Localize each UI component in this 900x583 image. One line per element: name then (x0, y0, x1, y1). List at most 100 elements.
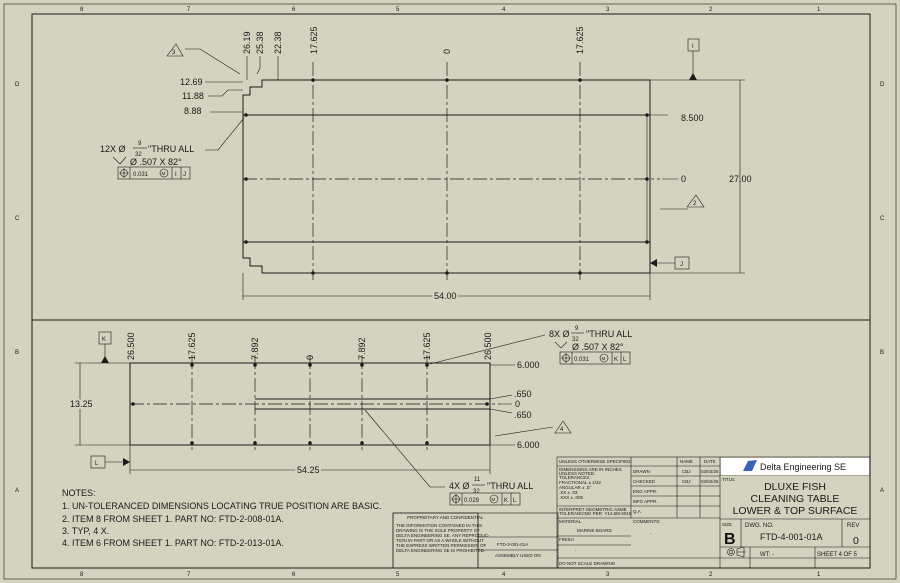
material-value: MARINE BOARD (577, 528, 613, 533)
title-label: TITLE: (722, 477, 736, 482)
dim-text: 7.892 (250, 337, 260, 360)
hole-note-suffix: "THRU ALL (487, 481, 533, 491)
fraction-num: 9 (575, 326, 579, 332)
zone-row: B (15, 350, 19, 356)
tolerance-line: .XX ± .03 (559, 490, 578, 495)
drawing-title-line: LOWER & TOP SURFACE (733, 505, 858, 517)
proprietary-block: PROPRIETARY AND CONFIDENTIAL THE INFORMA… (392, 512, 559, 569)
row-date: 03/04/26 (701, 479, 719, 484)
dim-text: 17.625 (575, 26, 585, 54)
dim-text: 8.500 (681, 113, 704, 123)
tolerance-line: ANGULAR ± .5° (559, 485, 591, 490)
fraction-num: 9 (138, 141, 142, 147)
hole-markers (131, 363, 489, 445)
zone-row: D (880, 82, 885, 88)
zone-col: 2 (709, 7, 713, 13)
row-label: MFG APPR. (633, 499, 658, 504)
row-label: Q.A. (633, 509, 642, 514)
row-date: 03/04/26 (701, 469, 719, 474)
dwg-label: DWG. NO. (745, 523, 774, 529)
tolerance-line: FRACTIONAL ± 1/32 (559, 480, 602, 485)
datum-i (687, 38, 700, 52)
dim-text: .650 (514, 389, 532, 399)
zone-col: 3 (606, 7, 610, 13)
proprietary-line: DELTA ENGINEERING SE. ANY REPRODUC- (396, 533, 490, 538)
callout-number: 3 (172, 50, 176, 56)
notes-title: NOTES: (62, 488, 96, 498)
datum-label: L (95, 461, 99, 467)
dim-text: 17.625 (422, 332, 432, 360)
zone-col: 7 (187, 7, 191, 13)
fcf-datum: J (183, 172, 186, 178)
note-item: 3. TYP, 4 X. (62, 526, 109, 536)
zone-markers: 8 7 6 5 4 3 2 1 8 7 6 5 4 3 2 1 D C B A … (15, 7, 885, 578)
fcf-tolerance: 0.031 (133, 172, 149, 178)
rev-label: REV (847, 523, 859, 529)
row-label: CHECKED (633, 479, 656, 484)
tolerance-line: .XXX ± .005 (559, 495, 583, 500)
company-name: Delta Engineering SE (760, 462, 846, 472)
do-not-scale: DO NOT SCALE DRAWING (559, 561, 616, 566)
fraction-den: 32 (473, 489, 480, 495)
fraction-num: 11 (474, 477, 481, 483)
proprietary-line: THE INFORMATION CONTAINED IN THIS (396, 523, 482, 528)
tolerance-line: TOLERANCES: (559, 475, 591, 480)
finish-label: FINISH (559, 537, 574, 542)
fcf-modifier: M (492, 497, 496, 502)
zone-col: 8 (80, 7, 84, 13)
tolerance-line: DIMENSIONS ARE IN INCHES (559, 467, 622, 472)
hole-note-suffix: "THRU ALL (586, 329, 632, 339)
dim-text: 8.88 (184, 106, 202, 116)
note-item: 2. ITEM 8 FROM SHEET 1. PART NO: FTD-2-0… (62, 514, 284, 524)
datum-label: J (680, 262, 683, 268)
callout-number: 4 (560, 427, 564, 433)
dim-text: 0 (515, 399, 520, 409)
proprietary-line: TION IN PART OR AS A WHOLE WITHOUT (396, 538, 484, 543)
zone-row: D (15, 82, 20, 88)
dim-text: 12.69 (180, 77, 203, 87)
proprietary-line: DRAWING IS THE SOLE PROPERTY OF (396, 528, 480, 533)
zone-row: B (880, 350, 884, 356)
fcf-datum: L (623, 357, 627, 363)
dim-text: 6.000 (517, 440, 540, 450)
drawing-title-line: CLEANING TABLE (751, 493, 840, 505)
finish-value: - (575, 548, 577, 553)
dim-text: 6.000 (517, 360, 540, 370)
row-name: CBJ (682, 469, 691, 474)
zone-col: 5 (396, 7, 400, 13)
company-logo (743, 460, 757, 471)
dim-text: 22.38 (273, 31, 283, 54)
tolerance-line: UNLESS NOTED. (559, 471, 595, 476)
fcf-datum: K (614, 357, 618, 363)
top-view: 26.19 25.38 22.38 17.625 0 17.625 12.69 … (100, 26, 752, 303)
dim-text: 17.625 (187, 332, 197, 360)
interpret-line: INTERPRET GEOMETRIC ASME (559, 507, 627, 512)
zone-col: 6 (292, 572, 296, 578)
zone-col: 1 (817, 572, 821, 578)
zone-col: 4 (502, 7, 506, 13)
fraction-den: 32 (572, 337, 579, 343)
dim-text: 0 (442, 49, 452, 54)
overall-height-dim: 27.00 (729, 174, 752, 184)
dim-text: 26.19 (242, 31, 252, 54)
dim-text: 26.500 (126, 332, 136, 360)
datum-label: K (102, 337, 106, 343)
countersink-note: Ø .507 X 82° (572, 342, 624, 352)
row-label: ENG APPR. (633, 489, 657, 494)
size-label: SIZE (722, 522, 732, 527)
comments-value: - (650, 531, 652, 536)
hole-note-4x: 4X Ø (449, 481, 470, 491)
zone-col: 1 (817, 7, 821, 13)
row-name: CBJ (682, 479, 691, 484)
height-dim: 13.25 (70, 399, 93, 409)
interpret-line: TOLERANCING PER: Y14.5M-2018 (559, 511, 632, 516)
hole-note-8x: 8X Ø (549, 329, 570, 339)
dim-text: 26.500 (483, 332, 493, 360)
zone-col: 4 (502, 572, 506, 578)
fcf-datum: I (175, 172, 177, 178)
size-value: B (724, 531, 736, 548)
proprietary-line: DELTA ENGINEERING SE IS PROHIBITED. (396, 548, 485, 553)
next-assembly: FTD-3-001-01A (497, 542, 528, 547)
dim-text: 25.38 (255, 31, 265, 54)
